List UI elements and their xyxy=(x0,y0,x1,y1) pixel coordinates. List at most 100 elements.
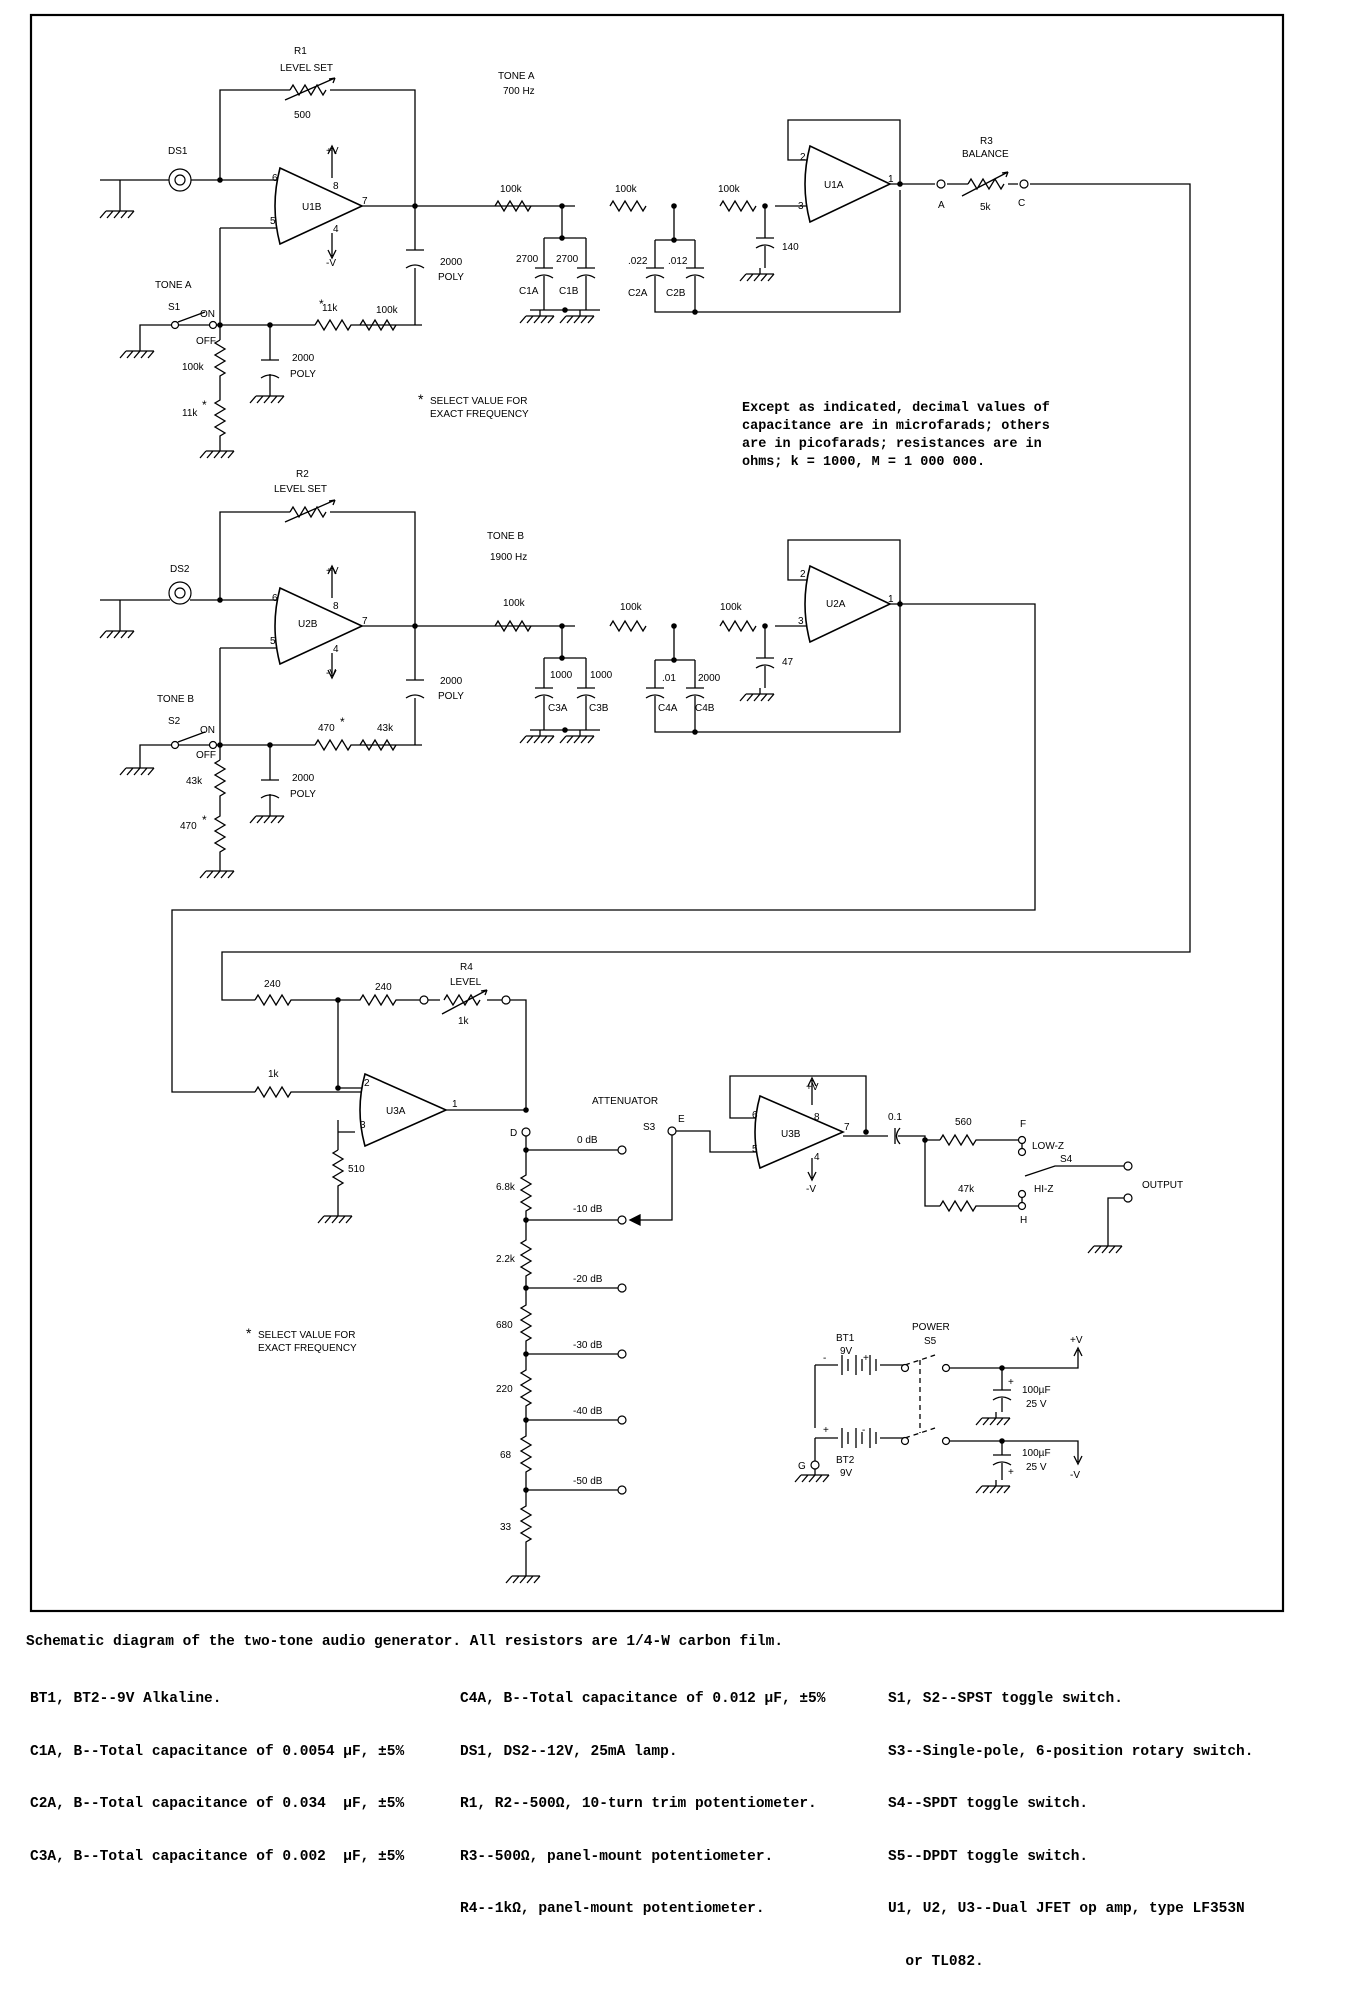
u1a-pin1: 1 xyxy=(888,174,894,185)
output-label: OUTPUT xyxy=(1142,1180,1183,1191)
node-h: H xyxy=(1020,1215,1027,1226)
u2b-pin7: 7 xyxy=(362,616,368,627)
note-line1: Except as indicated, decimal values of xyxy=(742,401,1050,416)
r-shunt-b2: 470 xyxy=(180,821,197,832)
u3b-label: U3B xyxy=(781,1129,801,1140)
c-fb-b-type: POLY xyxy=(438,691,464,702)
asterisk: * xyxy=(246,1325,252,1341)
s1-label: S1 xyxy=(168,302,181,313)
diagram-frame xyxy=(29,13,1285,1613)
legend-item: C3A, B--Total capacitance of 0.002 µF, ±… xyxy=(30,1848,405,1865)
cap2-plus: + xyxy=(1008,1467,1014,1478)
asterisk: * xyxy=(202,398,207,412)
legend-item: DS1, DS2--12V, 25mA lamp. xyxy=(460,1743,678,1760)
u2b-pin5: 5 xyxy=(270,636,276,647)
r3-name: BALANCE xyxy=(962,149,1009,160)
c2a-name: C2A xyxy=(628,288,648,299)
r-mix-a: 240 xyxy=(264,979,281,990)
tone-b-title: TONE B xyxy=(487,531,524,542)
schematic-diagram: R1 LEVEL SET 500 TONE A 700 Hz DS1 U1B 6… xyxy=(29,13,1285,1613)
c-in-a-type: POLY xyxy=(290,369,316,380)
node-d: D xyxy=(510,1128,517,1139)
r4-label: R4 xyxy=(460,962,473,973)
r-series-a1: 11k xyxy=(322,303,338,314)
bt1-voltage: 9V xyxy=(840,1346,853,1357)
u2a-pin1: 1 xyxy=(888,594,894,605)
legend-item: R1, R2--500Ω, 10-turn trim potentiometer… xyxy=(460,1796,817,1812)
c-in-b-type: POLY xyxy=(290,789,316,800)
u2b-supply-pos: +V xyxy=(326,566,339,577)
u2b-pin6: 6 xyxy=(272,593,278,604)
s4-label: S4 xyxy=(1060,1154,1073,1165)
c4a-name: C4A xyxy=(658,703,678,714)
ds1-label: DS1 xyxy=(168,146,188,157)
legend-item: S3--Single-pole, 6-position rotary switc… xyxy=(888,1743,1254,1760)
legend-col-2: C4A, B--Total capacitance of 0.012 µF, ±… xyxy=(460,1656,825,1954)
legend-item: C4A, B--Total capacitance of 0.012 µF, ±… xyxy=(460,1691,826,1707)
cap1-plus: + xyxy=(1008,1377,1014,1388)
atten-r6: 33 xyxy=(500,1522,512,1533)
parts-legend: Schematic diagram of the two-tone audio … xyxy=(26,1634,1326,1970)
u3b-pin7: 7 xyxy=(844,1122,850,1133)
legend-item: S5--DPDT toggle switch. xyxy=(888,1848,1089,1865)
r3-value: 5k xyxy=(980,202,992,213)
atten-r2: 2.2k xyxy=(496,1254,516,1265)
s1-on: ON xyxy=(200,309,215,320)
atten-step-10db: -10 dB xyxy=(573,1204,603,1215)
node-e: E xyxy=(678,1114,685,1125)
atten-r1: 6.8k xyxy=(496,1182,516,1193)
u1b-supply-neg: -V xyxy=(326,258,336,269)
c1b-name: C1B xyxy=(559,286,579,297)
attenuator xyxy=(505,1126,760,1584)
c-fb-a-value: 2000 xyxy=(440,257,463,268)
legend-item: R4--1kΩ, panel-mount potentiometer. xyxy=(460,1901,765,1917)
u3a-pin1: 1 xyxy=(452,1099,458,1110)
u3a-label: U3A xyxy=(386,1106,406,1117)
s1-off: OFF xyxy=(196,336,216,347)
u1b-pin4: 4 xyxy=(333,224,339,235)
labels: R1 LEVEL SET 500 TONE A 700 Hz DS1 U1B 6… xyxy=(155,46,1183,1533)
select-note2-line2: EXACT FREQUENCY xyxy=(258,1343,357,1354)
legend-col-3: S1, S2--SPST toggle switch. S3--Single-p… xyxy=(888,1656,1253,2006)
note-line4: ohms; k = 1000, M = 1 000 000. xyxy=(742,455,985,470)
c4b-value: 2000 xyxy=(698,673,721,684)
u2b-supply-neg: -V xyxy=(326,668,336,679)
c1a-value: 2700 xyxy=(516,254,539,265)
tone-b-switch-title: TONE B xyxy=(157,694,194,705)
r2-label: R2 xyxy=(296,469,309,480)
r-series-b1: 470 xyxy=(318,723,335,734)
u3b-pin4: 4 xyxy=(814,1152,820,1163)
r-hi-z: 47k xyxy=(958,1184,975,1195)
s3-label: S3 xyxy=(643,1122,656,1133)
s2-off: OFF xyxy=(196,750,216,761)
tone-b-frequency: 1900 Hz xyxy=(490,552,527,563)
r-mix-gnd: 510 xyxy=(348,1164,365,1175)
ladder-a-r2: 100k xyxy=(615,184,638,195)
atten-r4: 220 xyxy=(496,1384,513,1395)
select-note-line2: EXACT FREQUENCY xyxy=(430,409,529,420)
tone-a-switch-title: TONE A xyxy=(155,280,192,291)
asterisk: * xyxy=(202,813,207,827)
u3a-pin3: 3 xyxy=(360,1120,366,1131)
bt2-label: BT2 xyxy=(836,1455,855,1466)
legend-item: S4--SPDT toggle switch. xyxy=(888,1796,1089,1812)
u1b-pin6: 6 xyxy=(272,173,278,184)
c-in-a-value: 2000 xyxy=(292,353,315,364)
c4b-name: C4B xyxy=(695,703,715,714)
c-last-a: 140 xyxy=(782,242,799,253)
bt2-voltage: 9V xyxy=(840,1468,853,1479)
power-supply xyxy=(794,1346,1083,1494)
r-mix-b: 240 xyxy=(375,982,392,993)
cap1-value: 100µF xyxy=(1022,1385,1051,1396)
legend-item: R3--500Ω, panel-mount potentiometer. xyxy=(460,1848,774,1865)
c3a-value: 1000 xyxy=(550,670,573,681)
c-in-b-value: 2000 xyxy=(292,773,315,784)
c2b-name: C2B xyxy=(666,288,686,299)
r-low-z: 560 xyxy=(955,1117,972,1128)
r-mix-in: 1k xyxy=(268,1069,280,1080)
r3-node-a: A xyxy=(938,200,945,211)
u1b-pin8: 8 xyxy=(333,181,339,192)
u3b-pin5: 5 xyxy=(752,1144,758,1155)
u1a-pin3: 3 xyxy=(798,201,804,212)
tone-a-frequency: 700 Hz xyxy=(503,86,535,97)
